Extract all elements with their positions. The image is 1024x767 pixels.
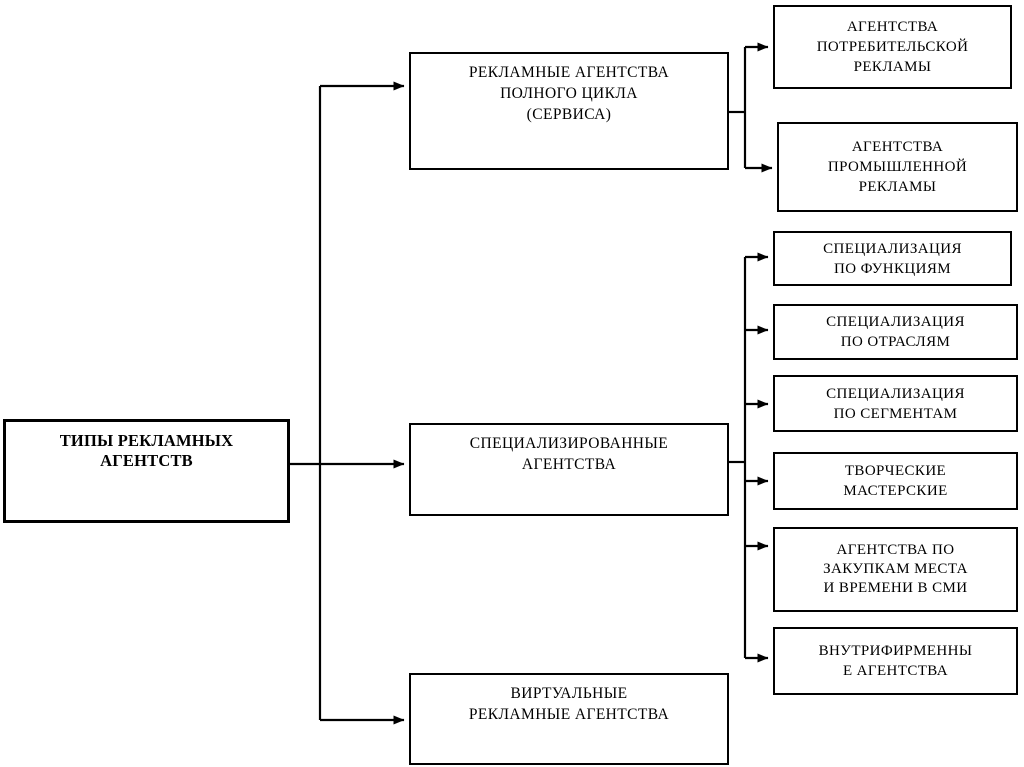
- node-spec-by-function-label: СПЕЦИАЛИЗАЦИЯ ПО ФУНКЦИЯМ: [823, 240, 962, 277]
- node-root[interactable]: ТИПЫ РЕКЛАМНЫХ АГЕНТСТВ: [3, 419, 290, 523]
- node-spec-by-segment[interactable]: СПЕЦИАЛИЗАЦИЯ ПО СЕГМЕНТАМ: [773, 375, 1018, 432]
- node-specialized-label: СПЕЦИАЛИЗИРОВАННЫЕ АГЕНТСТВА: [469, 435, 669, 473]
- node-virtual-label: ВИРТУАЛЬНЫЕ РЕКЛАМНЫЕ АГЕНТСТВА: [468, 685, 670, 723]
- node-in-house[interactable]: ВНУТРИФИРМЕННЫ Е АГЕНТСТВА: [773, 627, 1018, 695]
- node-specialized[interactable]: СПЕЦИАЛИЗИРОВАННЫЕ АГЕНТСТВА: [409, 423, 729, 516]
- node-root-label: ТИПЫ РЕКЛАМНЫХ АГЕНТСТВ: [59, 431, 234, 470]
- node-spec-by-segment-label: СПЕЦИАЛИЗАЦИЯ ПО СЕГМЕНТАМ: [826, 385, 965, 422]
- node-industrial-advertising-label: АГЕНТСТВА ПРОМЫШЛЕННОЙ РЕКЛАМЫ: [827, 139, 968, 195]
- node-spec-by-industry[interactable]: СПЕЦИАЛИЗАЦИЯ ПО ОТРАСЛЯМ: [773, 304, 1018, 360]
- node-spec-by-industry-label: СПЕЦИАЛИЗАЦИЯ ПО ОТРАСЛЯМ: [826, 314, 965, 350]
- node-industrial-advertising[interactable]: АГЕНТСТВА ПРОМЫШЛЕННОЙ РЕКЛАМЫ: [777, 122, 1018, 212]
- node-media-buying[interactable]: АГЕНТСТВА ПО ЗАКУПКАМ МЕСТА И ВРЕМЕНИ В …: [773, 527, 1018, 612]
- node-consumer-advertising-label: АГЕНТСТВА ПОТРЕБИТЕЛЬСКОЙ РЕКЛАМЫ: [816, 19, 969, 75]
- node-in-house-label: ВНУТРИФИРМЕННЫ Е АГЕНТСТВА: [818, 643, 973, 679]
- node-virtual[interactable]: ВИРТУАЛЬНЫЕ РЕКЛАМНЫЕ АГЕНТСТВА: [409, 673, 729, 765]
- node-full-cycle[interactable]: РЕКЛАМНЫЕ АГЕНТСТВА ПОЛНОГО ЦИКЛА (СЕРВИ…: [409, 52, 729, 170]
- node-creative-studios[interactable]: ТВОРЧЕСКИЕ МАСТЕРСКИЕ: [773, 452, 1018, 510]
- node-creative-studios-label: ТВОРЧЕСКИЕ МАСТЕРСКИЕ: [843, 463, 948, 499]
- node-full-cycle-label: РЕКЛАМНЫЕ АГЕНТСТВА ПОЛНОГО ЦИКЛА (СЕРВИ…: [468, 64, 670, 123]
- node-consumer-advertising[interactable]: АГЕНТСТВА ПОТРЕБИТЕЛЬСКОЙ РЕКЛАМЫ: [773, 5, 1012, 89]
- node-spec-by-function[interactable]: СПЕЦИАЛИЗАЦИЯ ПО ФУНКЦИЯМ: [773, 231, 1012, 286]
- node-media-buying-label: АГЕНТСТВА ПО ЗАКУПКАМ МЕСТА И ВРЕМЕНИ В …: [823, 542, 968, 596]
